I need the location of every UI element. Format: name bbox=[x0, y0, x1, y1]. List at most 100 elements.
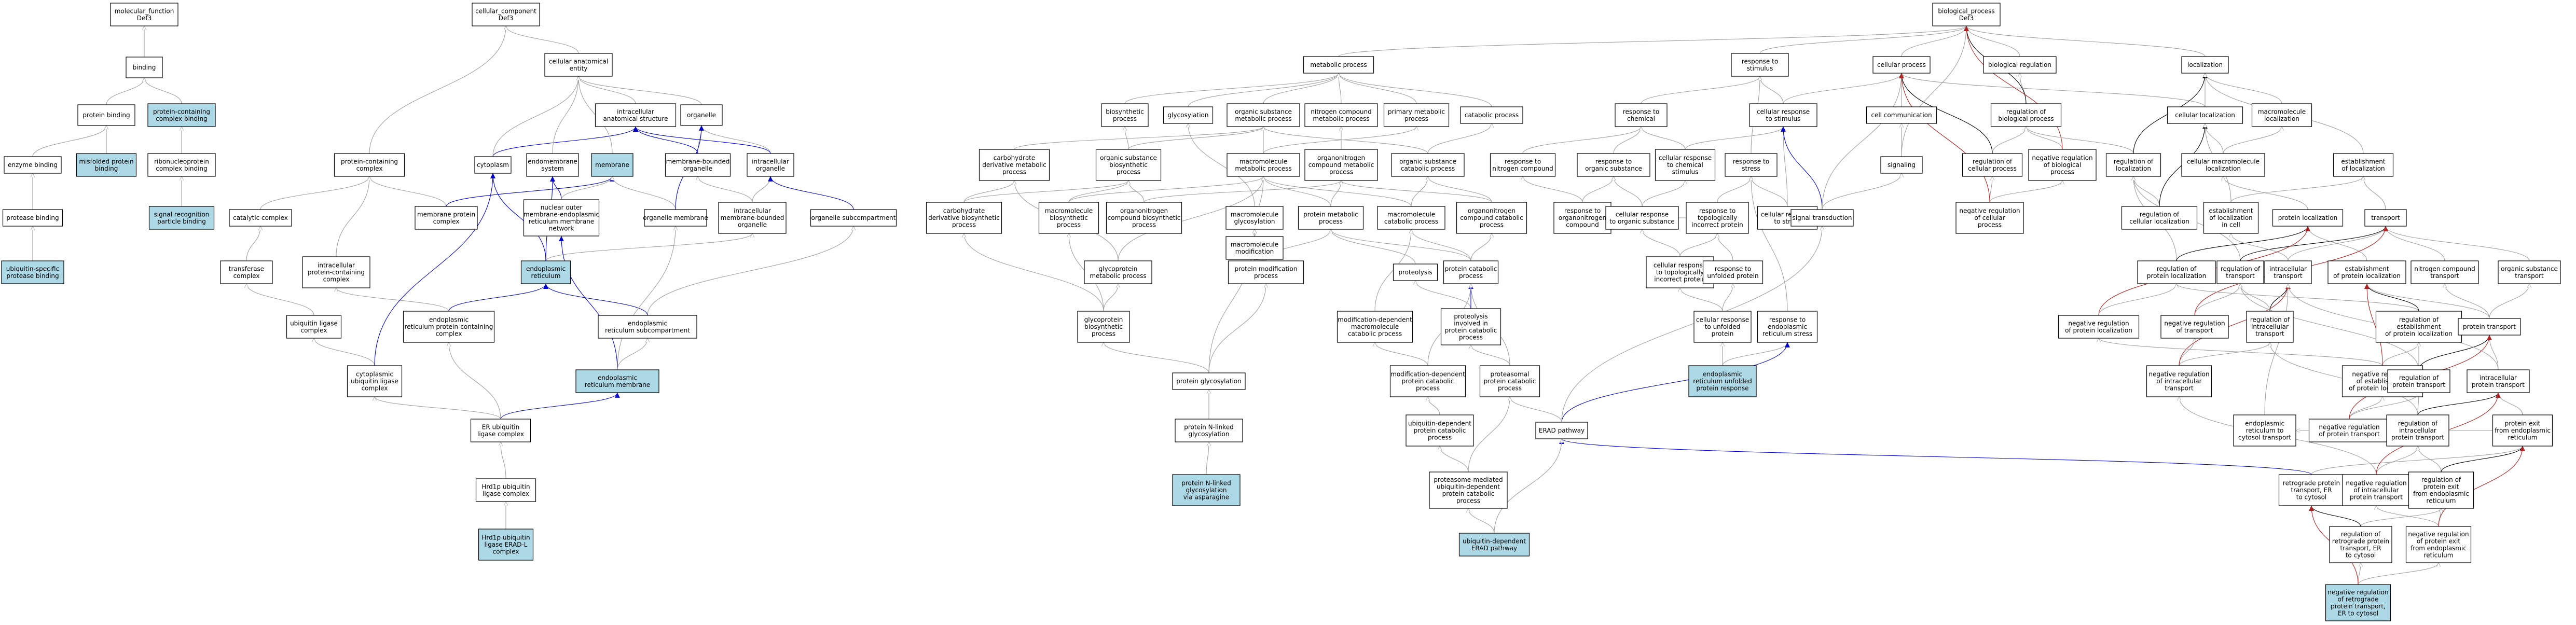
go-term-node[interactable]: organelle bbox=[680, 104, 723, 126]
go-term-node[interactable]: organelle membrane bbox=[643, 209, 708, 227]
go-term-node[interactable]: metabolic process bbox=[1303, 56, 1374, 74]
go-term-node[interactable]: cellular localization bbox=[2167, 106, 2243, 124]
go-term-node[interactable]: catalytic complex bbox=[229, 209, 292, 227]
go-term-node[interactable]: cytoplasm bbox=[474, 156, 512, 174]
go-term-node[interactable]: ERAD pathway bbox=[1535, 422, 1588, 439]
go-term-node[interactable]: organelle subcompartment bbox=[810, 209, 897, 227]
go-term-node[interactable]: binding bbox=[126, 57, 163, 78]
go-term-node[interactable]: proteolysis bbox=[1393, 263, 1438, 281]
go-term-node[interactable]: localization bbox=[2181, 56, 2229, 74]
go-term-node[interactable]: protein localization bbox=[2272, 209, 2344, 227]
go-term-node[interactable]: protein transport bbox=[2458, 318, 2521, 336]
go-term-node[interactable]: signaling bbox=[1880, 156, 1923, 174]
go-term-node[interactable]: protein glycosylation bbox=[1172, 372, 1246, 390]
go-term-node[interactable]: protease binding bbox=[2, 209, 63, 227]
go-term-node[interactable]: nuclear outermembrane-endoplasmicreticul… bbox=[523, 199, 600, 237]
go-term-node[interactable]: signal transduction bbox=[1790, 209, 1854, 227]
go-term-node[interactable]: proteasome-mediatedubiquitin-dependentpr… bbox=[1429, 471, 1508, 509]
